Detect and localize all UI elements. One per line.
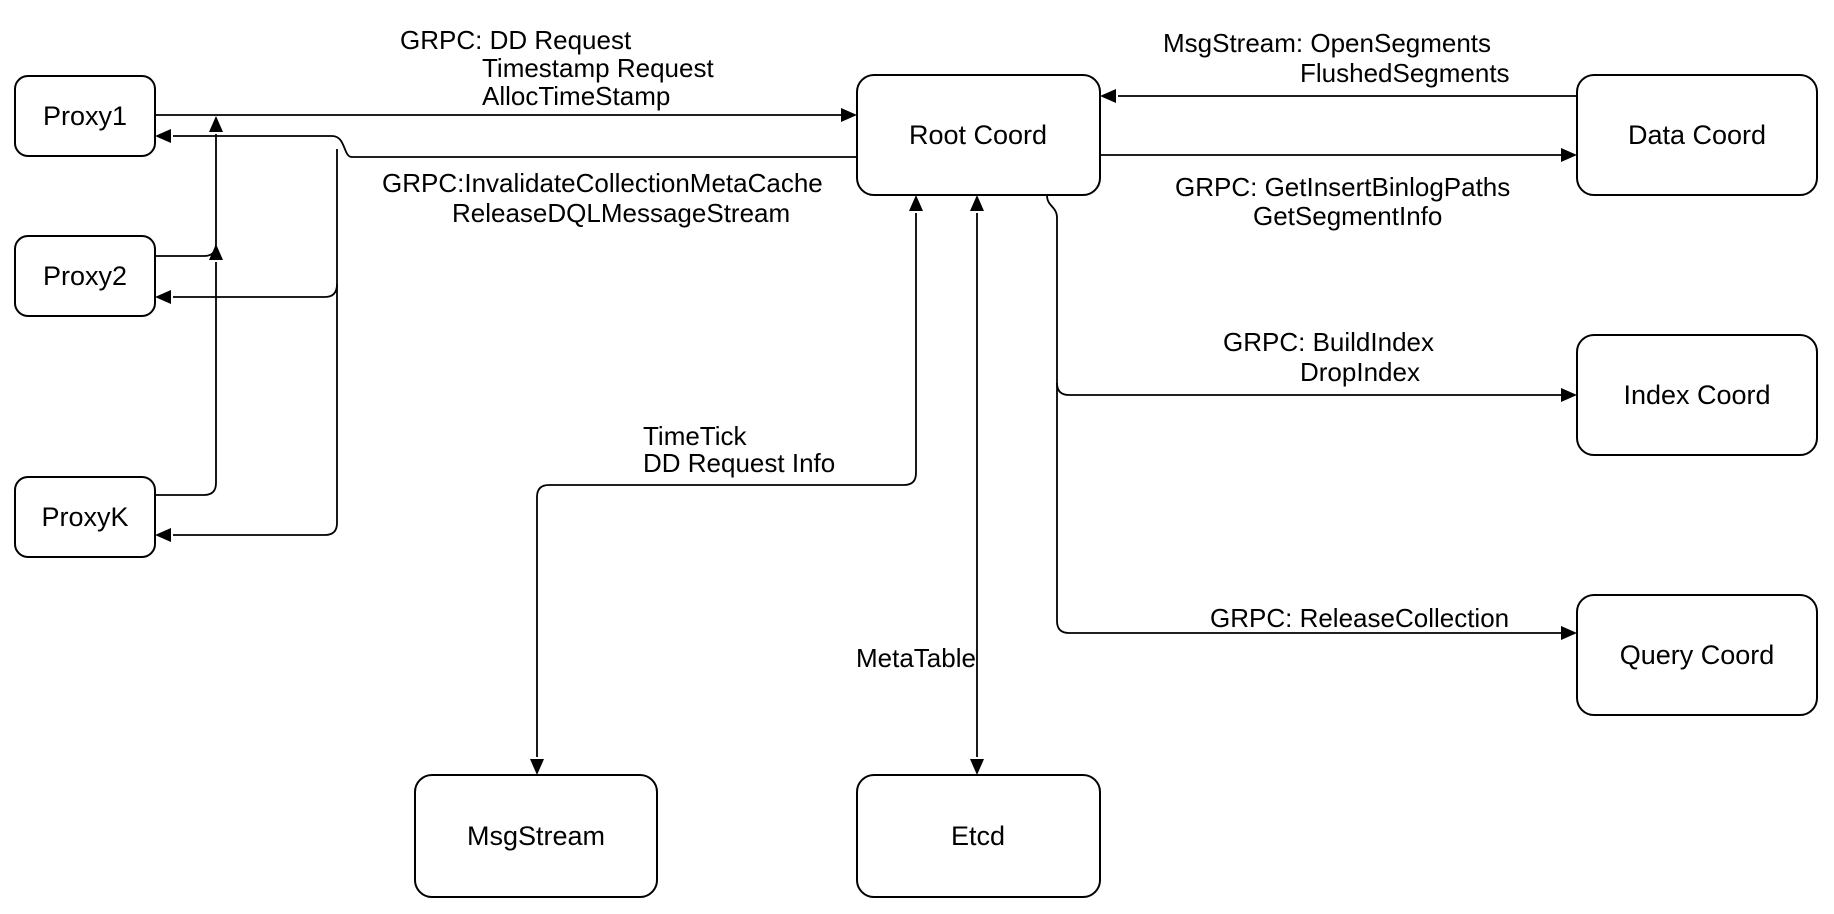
node-datacoord: Data Coord: [1576, 74, 1818, 196]
edge-label-root-to-proxy: GRPC:InvalidateCollectionMetaCache Relea…: [382, 168, 823, 228]
edge-label-root-to-proxy-line2: ReleaseDQLMessageStream: [452, 198, 790, 228]
edge-rootcoord-to-querycoord: [1046, 194, 1563, 634]
node-indexcoord-label: Index Coord: [1623, 380, 1770, 410]
edge-rootcoord-branch-proxy2: [173, 283, 338, 298]
node-etcd-box: [856, 774, 1101, 898]
arrowhead-merge-mid: [209, 244, 223, 260]
edge-rootcoord-to-msgstream: [536, 213, 917, 757]
arrowhead-msgstream-into-rootcoord: [909, 195, 923, 211]
edge-labels: GRPC: DD Request Timestamp Request Alloc…: [382, 25, 1510, 673]
arrowhead-into-datacoord: [1561, 148, 1577, 162]
edge-label-root-to-index-line1: GRPC: BuildIndex: [1223, 327, 1434, 357]
edge-label-root-to-msgstream-line2: DD Request Info: [643, 448, 835, 478]
edge-proxyk-merge-up: [155, 262, 217, 496]
node-proxy2: Proxy2: [14, 235, 156, 317]
arrowhead-into-indexcoord: [1561, 388, 1577, 402]
edge-rootcoord-to-proxy1: [173, 135, 857, 158]
edge-label-root-to-query-line1: GRPC: ReleaseCollection: [1210, 603, 1509, 633]
edge-rootcoord-to-indexcoord: [1056, 382, 1563, 396]
node-proxy1-box: [14, 75, 156, 157]
edge-label-data-to-root-line2: FlushedSegments: [1300, 58, 1510, 88]
node-etcd-label: Etcd: [951, 821, 1005, 851]
edge-label-proxy-to-root-line3: AllocTimeStamp: [482, 81, 670, 111]
edge-label-root-to-data-line1: GRPC: GetInsertBinlogPaths: [1175, 172, 1510, 202]
node-proxy2-label: Proxy2: [43, 261, 127, 291]
arrowhead-into-proxyk: [155, 528, 171, 542]
edge-label-proxy-to-root: GRPC: DD Request Timestamp Request Alloc…: [400, 25, 714, 111]
arrowhead-into-proxy1: [155, 129, 171, 143]
edge-label-root-to-proxy-line1: GRPC:InvalidateCollectionMetaCache: [382, 168, 823, 198]
edge-label-root-to-msgstream-line1: TimeTick: [643, 421, 748, 451]
arrowhead-etcd-into-rootcoord: [970, 195, 984, 211]
arrowhead-into-querycoord: [1561, 626, 1577, 640]
arrowhead-merge-top: [209, 116, 223, 132]
edge-label-root-to-etcd-line1: MetaTable: [856, 643, 976, 673]
arrowhead-into-msgstream: [530, 759, 544, 775]
node-querycoord-box: [1576, 594, 1818, 716]
edge-label-proxy-to-root-line2: Timestamp Request: [482, 53, 714, 83]
node-proxy1: Proxy1: [14, 75, 156, 157]
node-msgstream-box: [414, 774, 658, 898]
node-indexcoord-box: [1576, 334, 1818, 456]
node-proxyk: ProxyK: [14, 476, 156, 558]
arrowhead-into-proxy2: [155, 290, 171, 304]
edges: [155, 95, 1577, 757]
edge-label-root-to-data-line2: GetSegmentInfo: [1253, 201, 1442, 231]
node-rootcoord-box: [856, 74, 1101, 196]
edge-rootcoord-branch-vertical: [173, 149, 338, 536]
node-rootcoord-label: Root Coord: [909, 120, 1047, 150]
node-datacoord-label: Data Coord: [1628, 120, 1766, 150]
nodes: Proxy1 Proxy2 ProxyK Root Coord Data Coo…: [14, 74, 1818, 898]
edge-label-proxy-to-root-line1: GRPC: DD Request: [400, 25, 632, 55]
node-proxyk-box: [14, 476, 156, 558]
node-querycoord: Query Coord: [1576, 594, 1818, 716]
node-msgstream-label: MsgStream: [467, 821, 605, 851]
node-proxyk-label: ProxyK: [41, 502, 128, 532]
edge-label-root-to-msgstream: TimeTick DD Request Info: [643, 421, 835, 478]
node-proxy2-box: [14, 235, 156, 317]
node-indexcoord: Index Coord: [1576, 334, 1818, 456]
node-rootcoord: Root Coord: [856, 74, 1101, 196]
arrowhead-into-rootcoord-right: [1100, 89, 1116, 103]
arrowheads: [155, 89, 1577, 775]
edge-label-data-to-root: MsgStream: OpenSegments FlushedSegments: [1163, 28, 1510, 88]
node-etcd: Etcd: [856, 774, 1101, 898]
node-datacoord-box: [1576, 74, 1818, 196]
edge-label-root-to-etcd: MetaTable: [856, 643, 976, 673]
node-proxy1-label: Proxy1: [43, 101, 127, 131]
arrowhead-into-rootcoord-left: [841, 108, 857, 122]
node-msgstream: MsgStream: [414, 774, 658, 898]
edge-label-root-to-query: GRPC: ReleaseCollection: [1210, 603, 1509, 633]
edge-label-data-to-root-line1: MsgStream: OpenSegments: [1163, 28, 1491, 58]
edge-label-root-to-data: GRPC: GetInsertBinlogPaths GetSegmentInf…: [1175, 172, 1510, 231]
edge-label-root-to-index: GRPC: BuildIndex DropIndex: [1223, 327, 1434, 387]
node-querycoord-label: Query Coord: [1620, 640, 1775, 670]
arrowhead-into-etcd: [970, 759, 984, 775]
edge-label-root-to-index-line2: DropIndex: [1300, 357, 1420, 387]
edge-proxy2-merge-up: [155, 134, 217, 257]
